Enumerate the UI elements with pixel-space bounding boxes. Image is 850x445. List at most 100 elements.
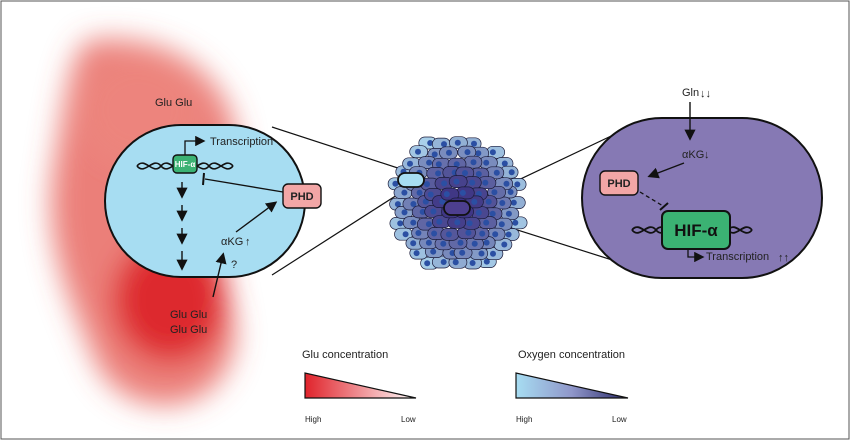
right-phd-label: PHD — [607, 178, 630, 190]
tumor-cell-nucleus — [430, 248, 437, 255]
tumor-cell-nucleus — [490, 250, 496, 257]
oxygen-legend-wedge — [515, 372, 629, 399]
right-transcription-arrow-icon — [687, 249, 705, 263]
left-transcription-arrow-icon — [184, 135, 206, 155]
oxygen-legend-title: Oxygen concentration — [518, 349, 625, 361]
tumor-cell-nucleus — [483, 239, 490, 246]
tumor-cell-nucleus — [425, 239, 432, 246]
oxygen-legend-low: Low — [612, 415, 627, 424]
right-gln-down-arrows-icon: ↓↓ — [700, 88, 711, 100]
left-glu-to-akg-arrow-icon — [212, 252, 227, 298]
tumor-cell-nucleus — [475, 171, 482, 177]
tumor-cell-nucleus — [465, 229, 472, 236]
tumor-cell-nucleus — [394, 201, 401, 208]
tumor-cell-nucleus — [424, 260, 431, 267]
tumor-cell-nucleus — [402, 231, 409, 238]
tumor-cell-nucleus — [430, 208, 437, 215]
tumor-cell-nucleus — [489, 210, 496, 217]
glu-legend-title: Glu concentration — [302, 349, 388, 361]
tumor-cell-nucleus — [453, 178, 460, 185]
right-cell — [581, 117, 823, 279]
left-phd-label: PHD — [290, 191, 313, 203]
tumor-cell-nucleus — [489, 149, 496, 156]
tumor-cell-nucleus — [435, 170, 442, 177]
tumor-cell-nucleus — [410, 240, 417, 247]
tumor-cell-nucleus — [445, 231, 452, 238]
tumor-cell-nucleus — [457, 239, 464, 246]
zoom-line-bottom-left — [271, 187, 409, 276]
tumor-cell-nucleus — [459, 249, 466, 256]
glu-legend-high: High — [305, 415, 321, 424]
left-transcription-label: Transcription — [210, 136, 273, 148]
tumor-cell-nucleus — [471, 140, 477, 147]
tumor-cell-nucleus — [454, 139, 461, 146]
tumor-cell-nucleus — [436, 218, 443, 225]
tumor-cell-nucleus — [475, 209, 482, 216]
tumor-cell-nucleus — [410, 201, 417, 207]
highlighted-inner-cell — [443, 200, 471, 216]
left-akg-to-phd-arrow-icon — [235, 201, 278, 233]
right-phd-box — [599, 170, 639, 196]
glu-legend-low: Low — [401, 415, 416, 424]
tumor-cell-nucleus — [482, 179, 489, 186]
right-transcription-label: Transcription — [706, 251, 769, 263]
tumor-cell-nucleus — [427, 191, 434, 198]
tumor-cell-nucleus — [505, 210, 512, 217]
tumor-cell-nucleus — [498, 221, 505, 228]
highlighted-outer-cell — [397, 172, 425, 188]
tumor-cell-nucleus — [478, 250, 485, 257]
tumor-cell-nucleus — [491, 189, 498, 196]
tumor-cell-nucleus — [501, 241, 508, 248]
tumor-cell-nucleus — [483, 258, 490, 265]
right-akg-label: αKG — [682, 149, 704, 161]
glu-top-label: Glu Glu — [155, 97, 192, 109]
tumor-cell-nucleus — [514, 181, 521, 188]
tumor-cell-nucleus — [464, 149, 471, 156]
tumor-cell-nucleus — [475, 150, 482, 157]
zoom-line-top-left — [271, 126, 411, 173]
left-question-mark: ? — [231, 259, 237, 271]
glu-legend-wedge — [304, 372, 417, 399]
tumor-cell-nucleus — [469, 179, 476, 186]
right-gln-label: Gln — [682, 87, 699, 99]
tumor-cell-nucleus — [426, 159, 433, 166]
tumor-cell-nucleus — [431, 230, 438, 237]
right-hif-box — [661, 210, 731, 250]
oxygen-legend-high: High — [516, 415, 532, 424]
glu-bottom-label-1: Glu Glu — [170, 309, 207, 321]
right-akg-to-phd-arrow-icon — [647, 162, 685, 179]
tumor-cell-nucleus — [485, 198, 492, 205]
tumor-cell-nucleus — [471, 240, 478, 247]
tumor-cell-nucleus — [410, 219, 417, 226]
tumor-cell-nucleus — [407, 160, 413, 167]
tumor-cell-nucleus — [475, 190, 482, 197]
right-inhibition-dashed-line — [639, 191, 664, 207]
tumor-cell-nucleus — [493, 169, 500, 176]
right-inhibition-bar-icon — [659, 202, 669, 211]
tumor-cell-nucleus — [462, 170, 468, 176]
tumor-cell-nucleus — [441, 141, 447, 148]
tumor-cell-nucleus — [454, 219, 461, 226]
tumor-cell-nucleus — [401, 209, 408, 216]
tumor-cell-nucleus — [452, 259, 459, 266]
tumor-cell-nucleus — [443, 191, 450, 198]
tumor-cell-nucleus — [479, 230, 486, 237]
tumor-cell-nucleus — [401, 189, 408, 196]
tumor-cell-nucleus — [483, 219, 490, 226]
tumor-cell-nucleus — [425, 221, 432, 228]
tumor-cell-nucleus — [505, 231, 512, 238]
left-inhibition-bar-icon — [202, 172, 205, 186]
tumor-cell-nucleus — [469, 260, 476, 266]
tumor-cell-nucleus — [503, 180, 510, 187]
tumor-cell-nucleus — [415, 148, 421, 155]
tumor-cell-nucleus — [427, 140, 434, 146]
tumor-cell-nucleus — [422, 198, 429, 205]
tumor-spheroid — [387, 136, 528, 270]
tumor-cell-nucleus — [440, 259, 447, 265]
tumor-cell-nucleus — [419, 208, 426, 215]
tumor-cell-nucleus — [440, 240, 447, 247]
left-akg-up-arrow-icon: ↑ — [245, 236, 251, 248]
